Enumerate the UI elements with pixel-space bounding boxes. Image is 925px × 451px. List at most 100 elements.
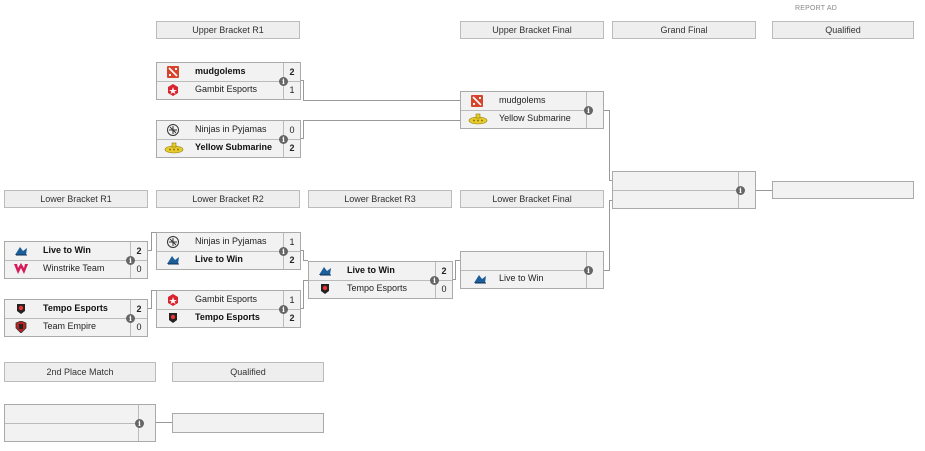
match-info-icon[interactable]: i	[126, 256, 135, 265]
team-score: 2	[283, 251, 300, 269]
team-row[interactable]	[5, 423, 139, 441]
team-score: 2	[130, 242, 147, 260]
match-info-icon[interactable]: i	[279, 135, 288, 144]
team-name: Live to Win	[43, 245, 91, 255]
team-row[interactable]: Team Empire 0	[5, 318, 147, 336]
match-info-icon[interactable]: i	[584, 266, 593, 275]
header-lower-bracket-r2: Lower Bracket R2	[156, 190, 300, 208]
match-ub-final[interactable]: mudgolems Yellow Submarine i	[460, 91, 604, 129]
team-name: Ninjas in Pyjamas	[195, 236, 267, 246]
match-info-icon[interactable]: i	[279, 77, 288, 86]
match-lb-r2-1[interactable]: Ninjas in Pyjamas 1 Live to Win 2 i	[156, 232, 301, 270]
dota-icon	[470, 95, 484, 107]
match-info-icon[interactable]: i	[135, 419, 144, 428]
empire-icon	[14, 320, 28, 334]
match-lb-r3[interactable]: Live to Win 2 Tempo Esports 0 i	[308, 261, 453, 299]
team-row[interactable]: mudgolems 2	[157, 63, 300, 82]
team-row[interactable]: mudgolems	[461, 92, 587, 111]
team-score: 2	[130, 300, 147, 318]
team-name: mudgolems	[499, 95, 546, 105]
qualified-slot-bottom	[172, 413, 324, 433]
match-second-place[interactable]: i	[4, 404, 156, 442]
team-row[interactable]: Winstrike Team 0	[5, 260, 147, 278]
team-row[interactable]: Tempo Esports 2	[157, 309, 300, 327]
report-ad-link[interactable]: REPORT AD	[795, 5, 837, 12]
match-info-icon[interactable]: i	[736, 186, 745, 195]
dota-icon	[166, 66, 180, 78]
match-lb-r2-2[interactable]: Gambit Esports 1 Tempo Esports 2 i	[156, 290, 301, 328]
match-grand-final[interactable]: i	[612, 171, 756, 209]
match-info-icon[interactable]: i	[126, 314, 135, 323]
team-row[interactable]: Yellow Submarine 2	[157, 139, 300, 157]
team-score: 1	[283, 291, 300, 309]
team-name: Yellow Submarine	[499, 113, 571, 123]
team-name: Tempo Esports	[347, 283, 408, 293]
gambit-icon	[166, 84, 180, 96]
team-score: 2	[283, 309, 300, 327]
team-score: 2	[435, 262, 452, 280]
nip-icon	[166, 236, 180, 248]
tempo-icon	[166, 312, 180, 324]
team-row[interactable]	[613, 190, 739, 208]
team-score: 0	[130, 318, 147, 336]
match-lb-final[interactable]: Live to Win i	[460, 251, 604, 289]
match-ub-r1-2[interactable]: Ninjas in Pyjamas 0 Yellow Submarine 2 i	[156, 120, 301, 158]
team-score: 1	[283, 81, 300, 99]
team-row[interactable]: Ninjas in Pyjamas 0	[157, 121, 300, 140]
team-name: Yellow Submarine	[195, 142, 273, 152]
team-score: 0	[130, 260, 147, 278]
gambit-icon	[166, 294, 180, 306]
match-info-icon[interactable]: i	[584, 106, 593, 115]
header-grand-final: Grand Final	[612, 21, 756, 39]
team-row[interactable]: Live to Win 2	[5, 242, 147, 261]
submarine-icon	[164, 142, 184, 154]
team-row[interactable]: Live to Win	[461, 270, 587, 288]
team-row[interactable]: Tempo Esports 2	[5, 300, 147, 319]
ltw-icon	[473, 273, 487, 285]
header-lower-bracket-r3: Lower Bracket R3	[308, 190, 452, 208]
team-score: 2	[283, 139, 300, 157]
team-name: Gambit Esports	[195, 294, 258, 304]
tempo-icon	[14, 303, 28, 315]
team-name: Ninjas in Pyjamas	[195, 124, 267, 134]
team-row[interactable]	[5, 405, 139, 424]
match-lb-r1-1[interactable]: Live to Win 2 Winstrike Team 0 i	[4, 241, 148, 279]
team-row[interactable]: Tempo Esports 0	[309, 280, 452, 298]
team-score: 0	[283, 121, 300, 139]
submarine-icon	[468, 113, 488, 125]
team-name: Winstrike Team	[43, 263, 105, 273]
team-row[interactable]: Ninjas in Pyjamas 1	[157, 233, 300, 252]
team-name: Live to Win	[347, 265, 395, 275]
team-name: Tempo Esports	[195, 312, 260, 322]
team-row[interactable]: Gambit Esports 1	[157, 291, 300, 310]
ltw-icon	[166, 254, 180, 266]
header-qualified-top: Qualified	[772, 21, 914, 39]
winstrike-icon	[14, 263, 28, 275]
team-row[interactable]: Gambit Esports 1	[157, 81, 300, 99]
header-lower-bracket-final: Lower Bracket Final	[460, 190, 604, 208]
match-info-icon[interactable]: i	[430, 276, 439, 285]
team-row[interactable]	[461, 252, 587, 271]
team-row[interactable]	[613, 172, 739, 191]
qualified-slot-top	[772, 181, 914, 199]
team-name: Tempo Esports	[43, 303, 108, 313]
tempo-icon	[318, 283, 332, 295]
team-score: 0	[435, 280, 452, 298]
team-score: 2	[283, 63, 300, 81]
team-name: Live to Win	[499, 273, 544, 283]
header-second-place-match: 2nd Place Match	[4, 362, 156, 382]
team-row[interactable]: Live to Win 2	[157, 251, 300, 269]
match-lb-r1-2[interactable]: Tempo Esports 2 Team Empire 0 i	[4, 299, 148, 337]
team-row[interactable]: Yellow Submarine	[461, 110, 587, 128]
match-info-icon[interactable]: i	[279, 247, 288, 256]
match-ub-r1-1[interactable]: mudgolems 2 Gambit Esports 1 i	[156, 62, 301, 100]
header-lower-bracket-r1: Lower Bracket R1	[4, 190, 148, 208]
header-upper-bracket-r1: Upper Bracket R1	[156, 21, 300, 39]
nip-icon	[166, 124, 180, 136]
match-info-icon[interactable]: i	[279, 305, 288, 314]
team-score: 1	[283, 233, 300, 251]
team-row[interactable]: Live to Win 2	[309, 262, 452, 281]
team-name: Team Empire	[43, 321, 97, 331]
ltw-icon	[14, 245, 28, 257]
team-name: mudgolems	[195, 66, 246, 76]
